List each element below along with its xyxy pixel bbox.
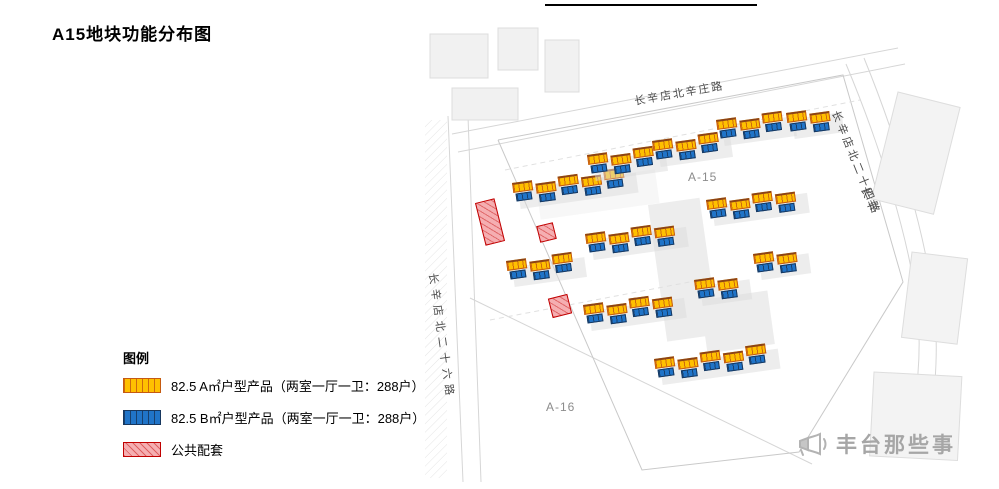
building-cluster bbox=[716, 110, 797, 147]
road-label: 长辛 bbox=[858, 185, 880, 216]
legend-swatch-public bbox=[123, 442, 161, 457]
building-cluster bbox=[786, 107, 845, 140]
cluster-units bbox=[786, 107, 831, 133]
building-unit bbox=[694, 277, 716, 299]
building-unit bbox=[677, 356, 699, 379]
building-cluster bbox=[652, 131, 733, 168]
legend-item-type-a: 82.5 A㎡户型产品（两室一厅一卫：288户） bbox=[123, 376, 425, 395]
building-unit bbox=[551, 251, 574, 274]
building-unit bbox=[761, 110, 784, 133]
building-unit bbox=[753, 251, 775, 273]
building-unit bbox=[651, 296, 674, 319]
building-unit bbox=[557, 173, 580, 196]
building-unit bbox=[632, 145, 655, 168]
building-unit bbox=[745, 343, 767, 365]
public-facility-block bbox=[547, 293, 573, 319]
building-unit bbox=[776, 251, 798, 274]
building-cluster bbox=[694, 274, 753, 307]
building-unit bbox=[722, 350, 745, 373]
building-unit bbox=[610, 152, 632, 175]
public-facility-block bbox=[474, 198, 506, 246]
building-unit bbox=[506, 258, 528, 280]
watermark-text: 丰台那些事 bbox=[836, 434, 956, 457]
building-cluster bbox=[506, 251, 587, 288]
building-unit bbox=[654, 356, 676, 378]
building-unit bbox=[716, 117, 738, 139]
building-cluster bbox=[753, 248, 812, 281]
building-unit bbox=[535, 180, 557, 203]
building-unit bbox=[739, 117, 761, 140]
building-unit bbox=[786, 110, 808, 132]
building-unit bbox=[608, 231, 630, 254]
building-unit bbox=[729, 197, 751, 220]
area-label: A-16 bbox=[546, 400, 576, 414]
building-unit bbox=[652, 138, 674, 160]
building-unit bbox=[774, 191, 797, 214]
building-cluster bbox=[583, 293, 687, 332]
building-cluster bbox=[706, 188, 810, 227]
page-title: A15地块功能分布图 bbox=[52, 25, 213, 44]
area-label: A-15 bbox=[688, 170, 718, 184]
building-unit bbox=[675, 138, 697, 161]
building-cluster bbox=[587, 145, 668, 182]
legend-label-type-b: 82.5 B㎡户型产品（两室一厅一卫：288户） bbox=[171, 411, 426, 426]
road-label: 长辛店北二十六路 bbox=[426, 272, 456, 401]
legend: 图例 82.5 A㎡户型产品（两室一厅一卫：288户） 82.5 B㎡户型产品（… bbox=[123, 348, 425, 472]
building-cluster bbox=[585, 222, 689, 261]
building-unit bbox=[512, 180, 534, 202]
cluster-units bbox=[694, 274, 739, 300]
building-unit bbox=[529, 258, 551, 281]
legend-title: 图例 bbox=[123, 351, 150, 366]
megaphone-icon bbox=[799, 432, 827, 456]
building-unit bbox=[697, 131, 720, 154]
legend-swatch-type-b bbox=[123, 410, 161, 425]
building-unit bbox=[653, 225, 676, 248]
legend-label-public: 公共配套 bbox=[171, 443, 224, 458]
public-facility-block bbox=[536, 222, 557, 243]
building-unit bbox=[585, 231, 607, 253]
legend-item-public: 公共配套 bbox=[123, 440, 425, 459]
legend-swatch-type-a bbox=[123, 378, 161, 393]
legend-item-type-b: 82.5 B㎡户型产品（两室一厅一卫：288户） bbox=[123, 408, 425, 427]
building-unit bbox=[699, 349, 722, 372]
building-unit bbox=[606, 302, 628, 325]
building-cluster bbox=[654, 343, 781, 386]
building-unit bbox=[717, 277, 739, 300]
building-unit bbox=[630, 224, 653, 247]
road-label: 长辛店北辛庄路 bbox=[633, 80, 726, 108]
building-unit bbox=[628, 295, 651, 318]
building-unit bbox=[706, 197, 728, 219]
cluster-units bbox=[753, 248, 798, 274]
building-unit bbox=[583, 302, 605, 324]
watermark: 丰台那些事 bbox=[796, 428, 956, 460]
top-divider-line bbox=[545, 4, 757, 6]
building-unit bbox=[587, 152, 609, 174]
building-unit bbox=[751, 190, 774, 213]
legend-label-type-a: 82.5 A㎡户型产品（两室一厅一卫：288户） bbox=[171, 379, 425, 394]
